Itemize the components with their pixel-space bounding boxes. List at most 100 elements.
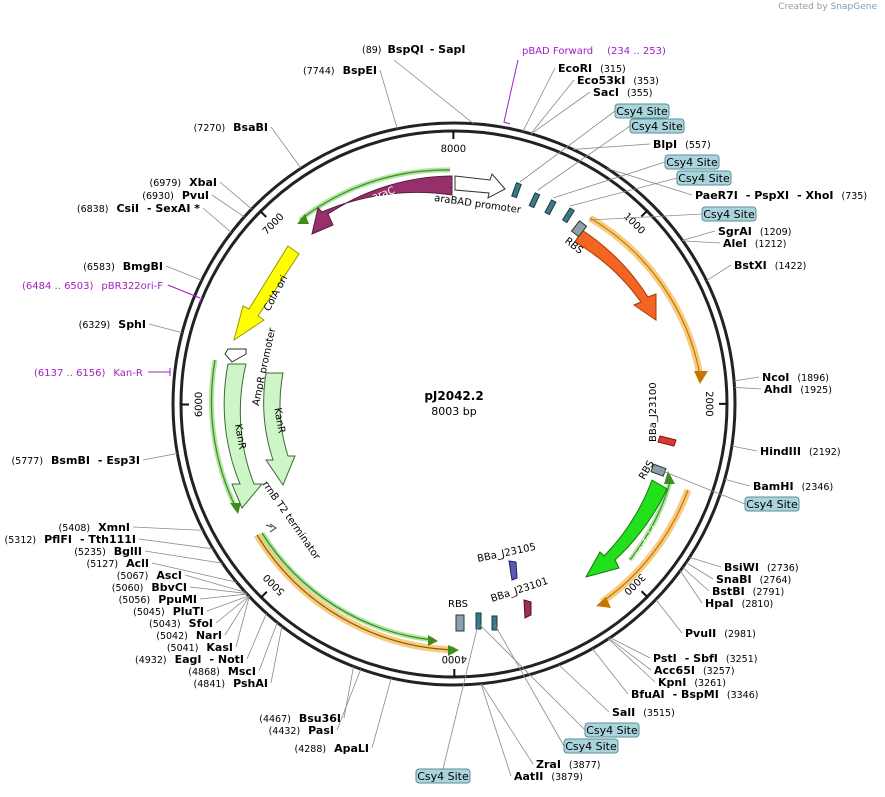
leader-line bbox=[220, 182, 252, 209]
site-pos: (2764) bbox=[760, 575, 792, 586]
site-pos: (2981) bbox=[724, 629, 756, 640]
site-bspei[interactable]: (7744)BspEI bbox=[303, 64, 377, 77]
orf-arc-bottom-orange-line bbox=[257, 535, 455, 650]
primer-pbad-forward-name: pBAD Forward bbox=[522, 46, 593, 57]
site-name: PflFI bbox=[44, 533, 72, 546]
site-pos: (5127) bbox=[87, 559, 119, 570]
leader-line bbox=[143, 453, 177, 460]
site-pshai[interactable]: (4841)PshAI bbox=[194, 677, 268, 690]
site-name: AatII bbox=[514, 770, 543, 783]
site-ahdi[interactable]: AhdI(1925) bbox=[764, 383, 832, 396]
site-pos: (2736) bbox=[767, 563, 799, 574]
leader-line bbox=[608, 639, 655, 682]
leader-line bbox=[656, 600, 682, 633]
site-pos: (6329) bbox=[79, 320, 111, 331]
feature-cola-ori[interactable] bbox=[234, 246, 299, 340]
csy4-site[interactable]: Csy4 Site bbox=[665, 155, 719, 169]
feature-arac[interactable] bbox=[312, 176, 452, 234]
site-apali[interactable]: (4288)ApaLI bbox=[294, 742, 369, 755]
site-sali[interactable]: SalI(3515) bbox=[612, 706, 675, 719]
site-saci[interactable]: SacI(355) bbox=[593, 86, 653, 99]
primer-marks bbox=[148, 60, 518, 376]
plasmid-size: 8003 bp bbox=[431, 405, 476, 418]
site-pos: (3257) bbox=[703, 666, 735, 677]
site-name: BspQI bbox=[388, 43, 424, 56]
csy4-site[interactable]: Csy4 Site bbox=[702, 207, 756, 221]
leader-line bbox=[207, 596, 249, 611]
leader-line bbox=[660, 470, 745, 504]
site-zrai[interactable]: ZraI(3877) bbox=[536, 758, 601, 771]
csy4-site[interactable]: Csy4 Site bbox=[615, 104, 669, 118]
orf-arc-mko2-head bbox=[694, 371, 708, 384]
leader-line bbox=[689, 557, 721, 567]
primer-pbad-forward[interactable]: pBAD Forward(234 .. 253) bbox=[522, 46, 666, 57]
leader-line bbox=[481, 684, 533, 764]
site-bmgbi[interactable]: (6583)BmgBI bbox=[83, 260, 163, 273]
site-pos: (3251) bbox=[726, 654, 758, 665]
leader-line bbox=[734, 377, 759, 381]
csy4-site[interactable]: Csy4 Site bbox=[564, 739, 618, 753]
site-name: BsaBI bbox=[233, 121, 268, 134]
site-blpi[interactable]: BlpI(557) bbox=[653, 138, 711, 151]
csy4-site[interactable]: Csy4 Site bbox=[745, 497, 799, 511]
csy4-marker bbox=[563, 208, 575, 223]
site-acli[interactable]: (5127)AclI bbox=[87, 557, 150, 570]
site-pvui[interactable]: (6930)PvuI bbox=[142, 189, 209, 202]
primer-kan-r-name: Kan-R bbox=[113, 368, 142, 379]
site-pos: (6583) bbox=[83, 262, 115, 273]
leader-line bbox=[683, 567, 709, 591]
site-paer7i[interactable]: PaeR7I- PspXI- XhoI(735) bbox=[695, 189, 867, 202]
site-alei[interactable]: AleI(1212) bbox=[723, 237, 786, 250]
primer-pbr322ori-f[interactable]: (6484 .. 6503)pBR322ori-F bbox=[22, 281, 163, 292]
site-pos: (5067) bbox=[117, 571, 149, 582]
site-bamhi[interactable]: BamHI(2346) bbox=[753, 480, 833, 493]
site-name: BamHI bbox=[753, 480, 794, 493]
site-bspqi-sapi[interactable]: (89) BspQI - SapI bbox=[362, 43, 465, 56]
site-name-2: - SapI bbox=[430, 43, 466, 56]
site-name: PvuII bbox=[685, 627, 716, 640]
site-pos: (2810) bbox=[742, 599, 774, 610]
feature-arabad-label: araBAD promoter bbox=[433, 193, 522, 216]
leader-line bbox=[570, 178, 677, 206]
site-bsabi[interactable]: (7270)BsaBI bbox=[194, 121, 268, 134]
site-pos: (5777) bbox=[11, 456, 43, 467]
site-aatii[interactable]: AatII(3879) bbox=[514, 770, 583, 783]
csy4-site[interactable]: Csy4 Site bbox=[585, 723, 639, 737]
feature-mko2[interactable] bbox=[575, 230, 656, 320]
site-bsmbi[interactable]: (5777)BsmBI- Esp3I bbox=[11, 454, 140, 467]
site-name: HpaI bbox=[705, 597, 734, 610]
site-sphi[interactable]: (6329)SphI bbox=[79, 318, 146, 331]
site-pasi[interactable]: (4432)PasI bbox=[269, 724, 334, 737]
site-name-2: - PspXI bbox=[746, 189, 789, 202]
feature-rbs-bottom-label: RBS bbox=[448, 599, 468, 610]
tick-label: 8000 bbox=[441, 144, 466, 155]
site-bstxi[interactable]: BstXI(1422) bbox=[734, 259, 806, 272]
site-pos: (4432) bbox=[269, 726, 301, 737]
leader-line bbox=[590, 214, 702, 220]
feature-arabad-promoter[interactable] bbox=[455, 174, 505, 198]
site-pos: (5060) bbox=[112, 583, 144, 594]
leader-line bbox=[166, 266, 202, 280]
feature-rrnb-terminator bbox=[266, 524, 276, 532]
site-xbai[interactable]: (6979)XbaI bbox=[150, 176, 217, 189]
site-name-2: - BspMI bbox=[673, 688, 719, 701]
orf-arc-bottom-orange bbox=[257, 535, 455, 650]
site-hindiii[interactable]: HindIII(2192) bbox=[760, 445, 841, 458]
primer-kan-r[interactable]: (6137 .. 6156)Kan-R bbox=[34, 368, 143, 379]
site-hpai[interactable]: HpaI (2810) bbox=[705, 597, 773, 610]
site-pos: (89) bbox=[362, 45, 382, 56]
primer-pbad-forward-line bbox=[504, 60, 518, 124]
feature-ampr-promoter[interactable] bbox=[225, 349, 246, 362]
primer-kanr-line bbox=[148, 368, 170, 376]
site-bfuai[interactable]: BfuAI- BspMI(3346) bbox=[631, 688, 758, 701]
site-pvuii[interactable]: PvuII (2981) bbox=[685, 627, 756, 640]
csy4-site[interactable]: Csy4 Site bbox=[416, 769, 470, 783]
leader-line bbox=[725, 479, 750, 486]
site-pos: (5235) bbox=[74, 547, 106, 558]
leader-line bbox=[247, 613, 266, 659]
snapgene-logo: SnapGene bbox=[831, 2, 877, 12]
csy4-site[interactable]: Csy4 Site bbox=[630, 119, 684, 133]
csy4-site[interactable]: Csy4 Site bbox=[677, 171, 731, 185]
site-csii[interactable]: (6838)CsiI- SexAI * bbox=[77, 202, 200, 215]
orf-arc-bottom-green-head bbox=[428, 635, 438, 646]
